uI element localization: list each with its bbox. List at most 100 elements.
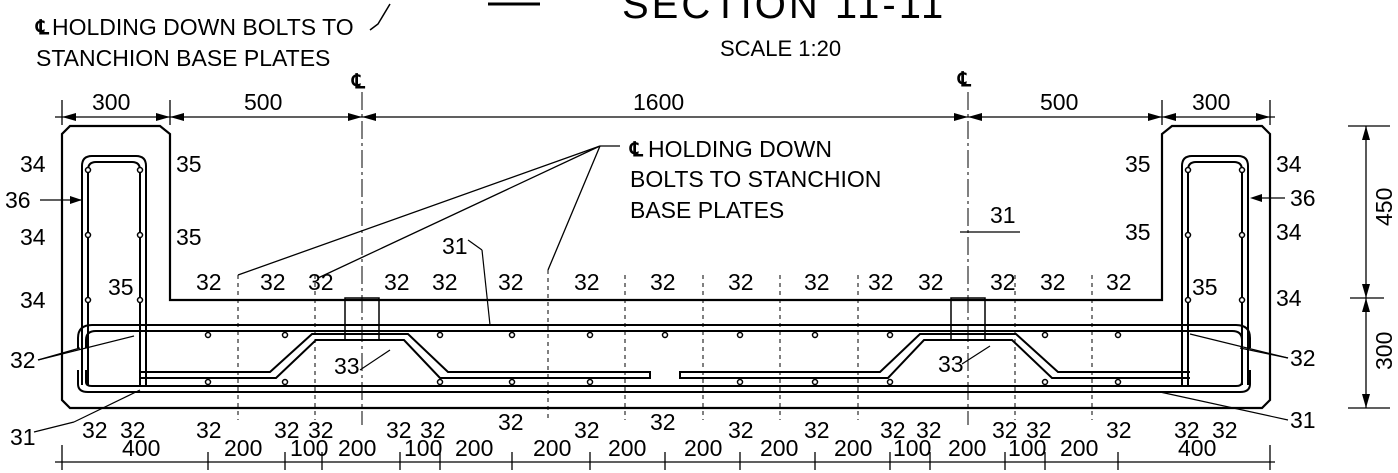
mark-32-bot-19: 32: [1212, 417, 1238, 443]
bottom-dim-10: 200: [760, 435, 798, 461]
mark-32-row-7: 32: [574, 269, 600, 295]
mark-34-c: 34: [20, 287, 46, 313]
bottom-dim-6: 200: [455, 435, 493, 461]
mark-35-b: 35: [176, 224, 202, 250]
mark-32-bot-12: 32: [804, 417, 830, 443]
mark-34-d: 34: [1276, 151, 1302, 177]
mark-31-left: 31: [10, 424, 36, 450]
right-dim-1: 450: [1371, 188, 1397, 226]
mark-31-right: 31: [1290, 407, 1316, 433]
right-dim-2: 300: [1371, 332, 1397, 370]
centerline-mark-left: ℄: [351, 71, 366, 93]
mark-36-left: 36: [5, 187, 31, 213]
bottom-dim-15: 200: [1060, 435, 1098, 461]
mark-32-bot-8: 32: [498, 409, 524, 435]
note-center-leaders: [237, 145, 620, 279]
mark-35-d: 35: [1125, 151, 1151, 177]
bottom-dim-12: 100: [893, 435, 931, 461]
note-bolts-line2: STANCHION BASE PLATES: [36, 45, 330, 71]
mark-36-right: 36: [1290, 185, 1316, 211]
mark-32-row-1: 32: [196, 269, 222, 295]
reinforcement-cranked-bars: [140, 333, 1190, 379]
bottom-dim-16: 400: [1178, 435, 1216, 461]
mark-32-bot-4: 32: [274, 417, 300, 443]
scale-label: SCALE 1:20: [720, 36, 841, 61]
top-dim-4: 500: [1040, 89, 1078, 115]
mark-34-a: 34: [20, 151, 46, 177]
mark-32-bot-17: 32: [1106, 417, 1132, 443]
mark-32-row-8: 32: [650, 269, 676, 295]
mark-31-top: 31: [442, 233, 468, 259]
mark-34-f: 34: [1276, 285, 1302, 311]
mark-32-bot-2: 32: [120, 417, 146, 443]
mark-32-row-11: 32: [868, 269, 894, 295]
centerline-symbol: ℄: [35, 17, 50, 39]
mark-35-c: 35: [108, 274, 134, 300]
reinforcement-left-column: [81, 155, 147, 385]
mark-leaders: [33, 197, 1289, 433]
mark-32-row-2: 32: [260, 269, 286, 295]
mark-32-row-3: 32: [308, 269, 334, 295]
reinforcement-right-column: [1181, 155, 1249, 385]
mark-31-cl: 31: [990, 202, 1016, 228]
reinforcement-top-bar: [77, 324, 1251, 348]
right-dimension-line: [1348, 125, 1390, 409]
mark-32-row-13: 32: [990, 269, 1016, 295]
mark-35-a: 35: [176, 151, 202, 177]
top-dimension-line: [55, 100, 1275, 125]
mark-32-row-12: 32: [918, 269, 944, 295]
bottom-dim-7: 200: [533, 435, 571, 461]
mark-33-right: 33: [938, 351, 964, 377]
mark-32-bot-18: 32: [1174, 417, 1200, 443]
mark-32-bot-3: 32: [196, 417, 222, 443]
top-dim-arrows: [62, 113, 1270, 121]
mark-34-b: 34: [20, 224, 46, 250]
bottom-dim-11: 200: [834, 435, 872, 461]
mark-35-f: 35: [1192, 274, 1218, 300]
note-center-line1: HOLDING DOWN: [648, 136, 832, 162]
top-dim-3: 1600: [633, 89, 684, 115]
bar-marks: 34 36 34 34 32 31 35 35 35 35 35 35 34 3…: [5, 151, 1316, 450]
mark-32-left: 32: [10, 347, 36, 373]
bottom-dim-3: 100: [290, 435, 328, 461]
mark-32-row-9: 32: [728, 269, 754, 295]
mark-32-bot-10: 32: [650, 409, 676, 435]
note-leader: [369, 3, 391, 31]
mark-35-e: 35: [1125, 219, 1151, 245]
reinforcement-bottom-bar: [77, 370, 1251, 393]
bar-points: [84, 166, 1246, 386]
note-center-line2: BOLTS TO STANCHION: [630, 166, 881, 192]
bottom-dim-4: 200: [338, 435, 376, 461]
mark-32-bot-13: 32: [880, 417, 906, 443]
mark-33-left: 33: [334, 353, 360, 379]
top-dim-2: 500: [244, 89, 282, 115]
base-plates: [344, 297, 986, 341]
mark-32-bot-7: 32: [420, 417, 446, 443]
bottom-dim-9: 200: [684, 435, 722, 461]
mark-32-bot-6: 32: [386, 417, 412, 443]
mark-32-bot-5: 32: [308, 417, 334, 443]
leader-arrow-36-right: [1250, 194, 1262, 202]
bottom-dim-14: 100: [1008, 435, 1046, 461]
mark-32-bot-11: 32: [728, 417, 754, 443]
centerline-note-symbol: ℄: [629, 139, 644, 161]
section-outline: [60, 124, 1272, 410]
mark-32-bot-14: 32: [916, 417, 942, 443]
right-dim-arrows: [1362, 126, 1370, 408]
bottom-dim-5: 100: [404, 435, 442, 461]
mark-32-bot-1: 32: [82, 417, 108, 443]
mark-32-row-10: 32: [804, 269, 830, 295]
bottom-dim-13: 200: [948, 435, 986, 461]
mark-32-row-6: 32: [498, 269, 524, 295]
mark-32-row-5: 32: [432, 269, 458, 295]
bottom-dim-8: 200: [608, 435, 646, 461]
centerlines: [361, 92, 969, 425]
mark-34-e: 34: [1276, 219, 1302, 245]
section-title: SECTION 11-11: [622, 0, 946, 27]
mark-32-row-4: 32: [384, 269, 410, 295]
mark-32-bot-15: 32: [992, 417, 1018, 443]
mark-32-bot-16: 32: [1026, 417, 1052, 443]
bolt-positions: [237, 270, 1093, 420]
bottom-dim-2: 200: [224, 435, 262, 461]
